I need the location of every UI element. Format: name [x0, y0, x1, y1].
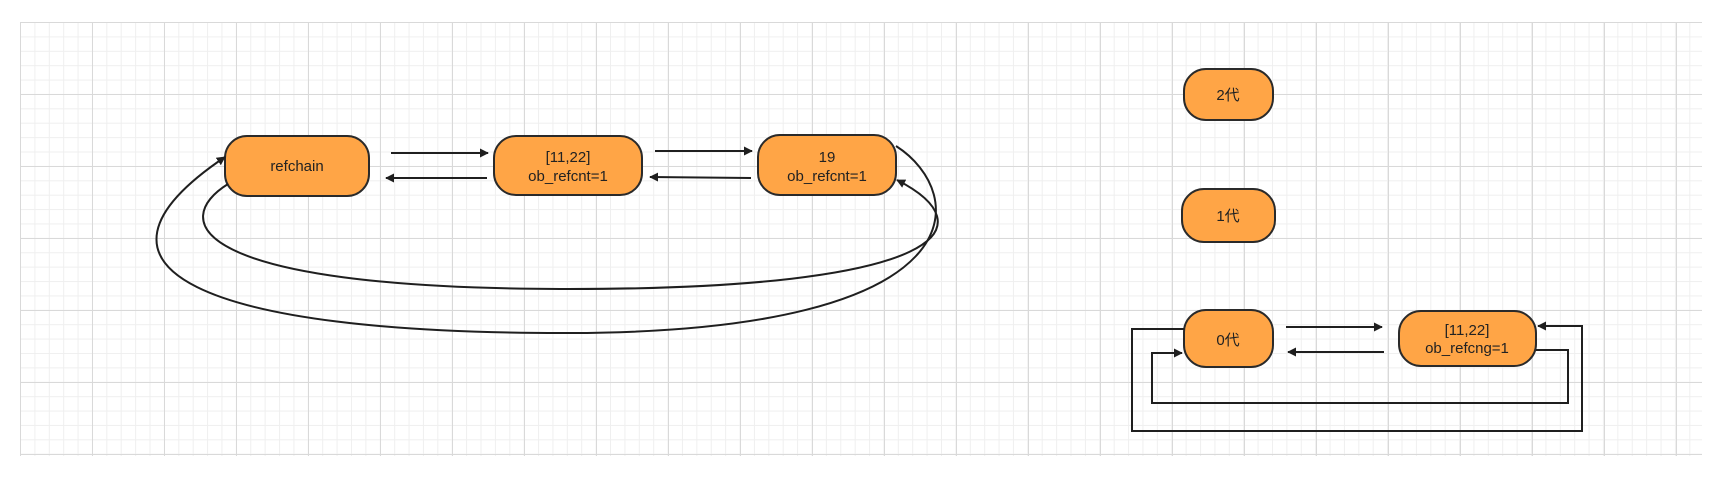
gen0-list-line1: [11,22]: [1445, 322, 1490, 339]
generation-2-node[interactable]: 2代: [1183, 68, 1274, 121]
int-node[interactable]: 19 ob_refcnt=1: [757, 134, 897, 196]
list-node-line2: ob_refcnt=1: [528, 168, 608, 185]
generation-1-node[interactable]: 1代: [1181, 188, 1276, 243]
arrow-int-to-refchain-loop: [155, 145, 937, 335]
arrow-gen0-to-list-loop: [1131, 321, 1583, 432]
int-node-line2: ob_refcnt=1: [787, 168, 867, 185]
arrow-list-to-gen0-loop: [1151, 348, 1569, 404]
gen0-list-node[interactable]: [11,22] ob_refcng=1: [1398, 310, 1537, 367]
arrow-int-to-list: [649, 172, 752, 182]
refchain-label: refchain: [270, 158, 323, 175]
generation-0-label: 0代: [1216, 332, 1239, 349]
refchain-node[interactable]: refchain: [224, 135, 370, 197]
int-node-line1: 19: [819, 149, 836, 166]
gen0-list-line2: ob_refcng=1: [1425, 340, 1509, 357]
generation-1-label: 1代: [1216, 208, 1239, 225]
arrow-refchain-to-int-loop: [202, 179, 939, 291]
list-node-line1: [11,22]: [546, 149, 591, 166]
grid-canvas: [20, 22, 1702, 456]
generation-0-node[interactable]: 0代: [1183, 309, 1274, 368]
generation-2-label: 2代: [1216, 87, 1239, 104]
list-node[interactable]: [11,22] ob_refcnt=1: [493, 135, 643, 196]
